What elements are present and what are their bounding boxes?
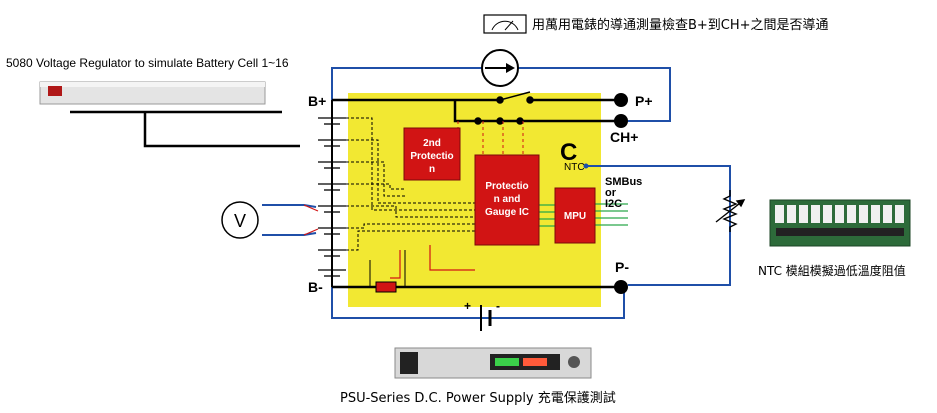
smbus-traces xyxy=(538,203,628,227)
mpu-label: MPU xyxy=(564,211,586,222)
bus-traces xyxy=(369,250,406,287)
gauge-ic-label-2: n and xyxy=(494,194,521,205)
ch-plus-label: CH+ xyxy=(610,129,638,145)
sense-lines xyxy=(346,117,475,251)
ntc-node xyxy=(583,163,589,169)
power-supply-device xyxy=(394,347,592,379)
p-minus-node xyxy=(614,280,628,294)
ntc-resistor xyxy=(715,190,746,232)
voltage-regulator-device xyxy=(39,81,266,105)
blue-wiring xyxy=(262,67,731,319)
dc-supply-symbol xyxy=(480,305,492,331)
gauge-traces xyxy=(390,245,475,279)
voltage-regulator-caption: 5080 Voltage Regulator to simulate Batte… xyxy=(6,56,289,70)
second-protection-label-1: 2nd xyxy=(423,138,441,149)
ntc-label: NTC xyxy=(564,162,585,173)
b-minus-label: B- xyxy=(308,279,323,295)
ch-plus-node xyxy=(614,114,628,128)
mpu-block xyxy=(554,187,596,244)
fet-switches xyxy=(474,91,534,125)
smbus-label-3: I2C xyxy=(605,198,622,210)
second-protection-block xyxy=(403,127,461,181)
b-plus-label: B+ xyxy=(308,93,326,109)
meter-icon xyxy=(483,14,527,34)
smbus-label-2: or xyxy=(605,187,617,199)
continuity-meter xyxy=(481,49,519,87)
top-meter-caption: 用萬用電錶的導通測量檢查B+到CH+之間是否導通 xyxy=(532,17,829,33)
sense-resistor xyxy=(375,281,397,293)
gauge-ic-block xyxy=(474,154,540,246)
battery-cells xyxy=(318,100,346,287)
voltmeter-symbol: V xyxy=(234,211,246,231)
c-mark: C xyxy=(560,139,577,166)
voltmeter: V xyxy=(221,201,259,239)
probe-leads xyxy=(303,204,319,236)
smbus-label-1: SMBus xyxy=(605,176,642,188)
p-plus-label: P+ xyxy=(635,93,653,109)
supply-minus-sign: - xyxy=(496,299,500,313)
ntc-module-caption: NTC 模組模擬過低溫度阻值 xyxy=(758,263,906,278)
supply-plus-sign: + xyxy=(464,299,471,313)
gauge-ic-label-1: Protectio xyxy=(485,181,528,192)
ntc-module-board xyxy=(769,199,911,247)
p-plus-node xyxy=(614,93,628,107)
gauge-ic-label-3: Gauge IC xyxy=(485,207,529,218)
power-supply-caption: PSU-Series D.C. Power Supply 充電保護測試 xyxy=(340,390,616,406)
second-protection-label-2: Protectio xyxy=(410,151,453,162)
second-protection-label-3: n xyxy=(429,164,435,175)
p-minus-label: P- xyxy=(615,259,629,275)
